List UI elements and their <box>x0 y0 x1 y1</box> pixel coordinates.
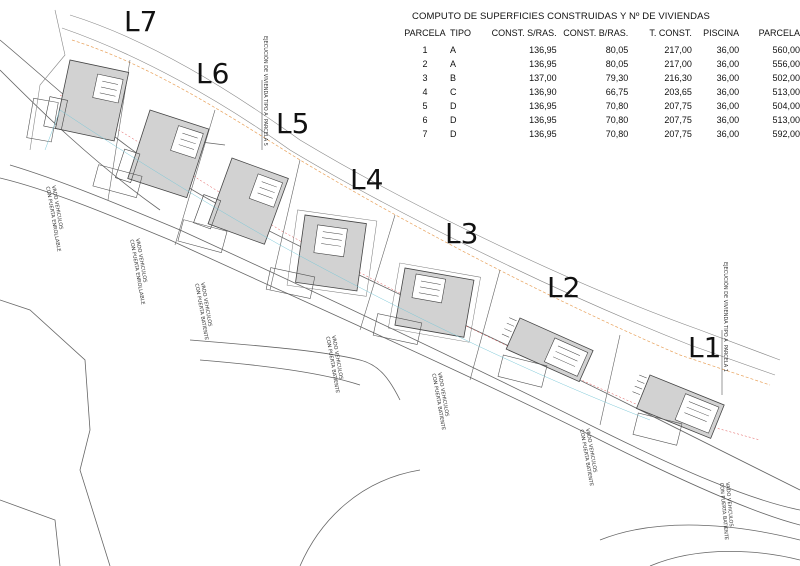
lot-label-l7: L7 <box>124 5 158 38</box>
cell: D <box>449 129 457 139</box>
cell: 136,95 <box>529 115 557 125</box>
cell: 560,00 <box>772 45 800 55</box>
lot-label-l4: L4 <box>350 163 384 196</box>
cell: 70,80 <box>605 101 629 111</box>
cell: 66,75 <box>605 87 629 97</box>
table-header-row: PARCELA TIPO CONST. S/RAS. CONST. B/RAS.… <box>404 28 800 45</box>
cell: 70,80 <box>605 129 629 139</box>
cell: 79,30 <box>605 73 629 83</box>
cell: 36,00 <box>716 129 740 139</box>
boundary-lines <box>29 9 781 376</box>
table-row: 7 D 136,95 70,80 207,75 36,00 592,00 <box>404 129 800 143</box>
surface-table: PARCELA TIPO CONST. S/RAS. CONST. B/RAS.… <box>404 28 800 143</box>
cell: 136,95 <box>529 101 557 111</box>
cell: 207,75 <box>664 115 692 125</box>
building-l6 <box>115 109 210 199</box>
cell: 36,00 <box>716 101 740 111</box>
cell: 136,95 <box>529 59 557 69</box>
cell: 217,00 <box>664 59 692 69</box>
cell: A <box>449 45 456 55</box>
lot-label-l2: L2 <box>547 271 581 304</box>
cell: 216,30 <box>664 73 692 83</box>
ejecucion-label: EJECUCIÓN DE VIVIENDA TIPO A PARCELA 5 <box>262 36 268 146</box>
col-header: TIPO <box>449 28 471 38</box>
cell: 80,05 <box>605 59 629 69</box>
col-header: PARCELA <box>758 28 800 38</box>
building-l5 <box>193 157 289 245</box>
lot-dividers <box>107 59 621 426</box>
cell: 36,00 <box>716 87 740 97</box>
cell: 3 <box>422 73 428 83</box>
cell: 504,00 <box>772 101 800 111</box>
cell: 5 <box>422 101 428 111</box>
cell: 136,90 <box>529 87 557 97</box>
table-row: 1 A 136,95 80,05 217,00 36,00 560,00 <box>404 45 800 59</box>
cell: 80,05 <box>605 45 629 55</box>
cell: 207,75 <box>664 129 692 139</box>
building-l3 <box>388 262 481 343</box>
cell: 7 <box>422 129 428 139</box>
cell: 136,95 <box>529 129 557 139</box>
lot-label-l3: L3 <box>445 217 479 250</box>
cell: D <box>449 101 457 111</box>
col-header: PISCINA <box>703 28 740 38</box>
cell: 513,00 <box>772 87 800 97</box>
lot-label-l5: L5 <box>276 107 310 140</box>
cyan-lines <box>44 109 651 421</box>
building-l1 <box>632 374 725 439</box>
cell: 2 <box>422 59 428 69</box>
lot-label-l6: L6 <box>196 57 230 90</box>
cell: 513,00 <box>772 115 800 125</box>
cell: 36,00 <box>716 59 740 69</box>
lot-label-l1: L1 <box>688 331 722 364</box>
col-header: T. CONST. <box>649 28 692 38</box>
col-header: CONST. S/RAS. <box>491 28 557 38</box>
cell: D <box>449 115 457 125</box>
cell: A <box>449 59 456 69</box>
lot-buildings <box>43 59 725 439</box>
col-header: CONST. B/RAS. <box>563 28 629 38</box>
cell: 203,65 <box>664 87 692 97</box>
cell: 136,95 <box>529 45 557 55</box>
table-row: 3 B 137,00 79,30 216,30 36,00 502,00 <box>404 73 800 87</box>
cell: 36,00 <box>716 73 740 83</box>
cell: 36,00 <box>716 115 740 125</box>
cell: 592,00 <box>772 129 800 139</box>
cell: 137,00 <box>529 73 557 83</box>
cell: 1 <box>422 45 428 55</box>
setback-line-orange <box>71 39 771 386</box>
table-row: 5 D 136,95 70,80 207,75 36,00 504,00 <box>404 101 800 115</box>
cell: 70,80 <box>605 115 629 125</box>
building-l4 <box>286 209 378 297</box>
cell: 502,00 <box>772 73 800 83</box>
cell: B <box>449 73 456 83</box>
cell: 207,75 <box>664 101 692 111</box>
cell: 36,00 <box>716 45 740 55</box>
table-row: 4 C 136,90 66,75 203,65 36,00 513,00 <box>404 87 800 101</box>
table-row: 6 D 136,95 70,80 207,75 36,00 513,00 <box>404 115 800 129</box>
building-l7 <box>43 59 130 142</box>
building-l2 <box>501 317 594 383</box>
cell: 4 <box>422 87 428 97</box>
cell: 556,00 <box>772 59 800 69</box>
setback-line-red <box>59 94 761 441</box>
cell: 6 <box>422 115 428 125</box>
table-row: 2 A 136,95 80,05 217,00 36,00 556,00 <box>404 59 800 73</box>
pools <box>26 97 683 446</box>
table-title: COMPUTO DE SUPERFICIES CONSTRUIDAS Y Nº … <box>412 11 710 22</box>
cell: C <box>449 87 457 97</box>
cell: 217,00 <box>664 45 692 55</box>
col-header: PARCELA <box>404 28 446 38</box>
ejecucion-label: EJECUCIÓN DE VIVIENDA TIPO A PARCELA 1 <box>722 262 728 372</box>
